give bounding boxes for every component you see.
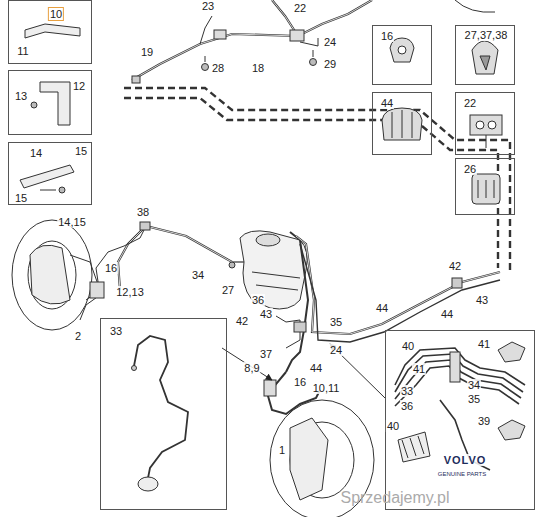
callout-number: 16: [293, 376, 307, 388]
inset-frame: 33: [100, 318, 227, 510]
callout-number: 10: [48, 7, 64, 21]
callout-number: 34: [467, 379, 481, 391]
callout-number: 16: [380, 30, 394, 42]
callout-number: 42: [235, 315, 249, 327]
callout-number: 44: [309, 362, 323, 374]
callout-number: 1: [278, 444, 286, 456]
part-box: 12 13: [8, 70, 92, 135]
callout-number: 43: [475, 294, 489, 306]
callout-number: 15: [74, 145, 88, 157]
callout-number: 28: [211, 62, 225, 74]
callout-number: 44: [440, 308, 454, 320]
callout-number: 11: [16, 45, 29, 57]
callout-number: 34: [191, 269, 205, 281]
callout-number: 44: [375, 302, 389, 314]
callout-number: 12: [72, 80, 86, 92]
callout-number: 29: [323, 58, 337, 70]
callout-number: 40: [401, 340, 415, 352]
callout-number: 27,37,38: [464, 29, 509, 41]
part-box: 27,37,38: [455, 25, 515, 85]
callout-number: 24: [323, 36, 337, 48]
callout-number: 26: [463, 163, 477, 175]
callout-number: 23: [201, 0, 215, 12]
callout-number: 39: [477, 415, 491, 427]
callout-number: 35: [329, 316, 343, 328]
callout-number: 13: [14, 90, 28, 102]
watermark: Sprzedajemy.pl: [339, 489, 450, 507]
brand-logo: GENUINE PARTS: [437, 471, 487, 478]
part-box: 14 15 15: [8, 142, 92, 205]
callout-number: 42: [448, 260, 462, 272]
callout-number: 18: [251, 62, 265, 74]
callout-number: 8,9: [243, 362, 260, 374]
callout-number: 14: [29, 147, 43, 159]
callout-number: 22: [293, 2, 307, 14]
part-box: 22: [455, 92, 515, 155]
inset-frame: 40 41 41 33 34 36 35 40 39: [385, 330, 535, 510]
part-box: 44: [372, 92, 432, 155]
callout-number: 33: [109, 325, 123, 337]
callout-number: 12,13: [115, 286, 145, 298]
callout-number: 16: [104, 262, 118, 274]
callout-number: 19: [140, 46, 154, 58]
callout-number: 24: [329, 344, 343, 356]
callout-number: 36: [251, 294, 265, 306]
callout-number: 38: [136, 206, 150, 218]
part-box: 26: [455, 158, 515, 215]
callout-number: 15: [14, 192, 28, 204]
brand-logo: VOLVO: [443, 454, 488, 466]
callout-number: 41: [412, 363, 426, 375]
callout-number: 37: [259, 348, 273, 360]
callout-number: 40: [386, 420, 400, 432]
callout-number: 41: [477, 338, 491, 350]
part-box: 10 11: [8, 0, 92, 64]
part-box: 16: [372, 25, 432, 85]
callout-number: 10,11: [312, 382, 341, 394]
callout-number: 33: [400, 385, 414, 397]
callout-number: 43: [259, 308, 273, 320]
callout-number: 14,15: [57, 216, 87, 228]
callout-number: 44: [380, 97, 394, 109]
callout-number: 2: [74, 330, 82, 342]
callout-number: 35: [467, 393, 481, 405]
callout-number: 36: [400, 400, 414, 412]
callout-number: 22: [463, 97, 477, 109]
callout-number: 27: [221, 284, 235, 296]
